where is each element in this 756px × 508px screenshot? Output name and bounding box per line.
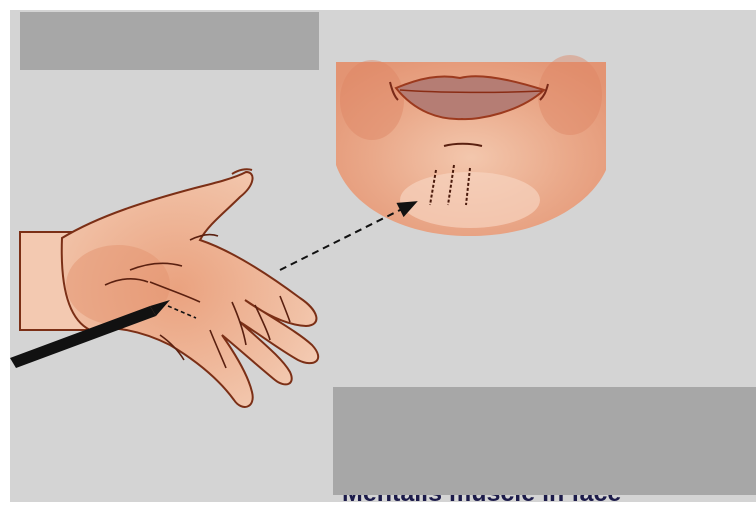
chin-highlight xyxy=(400,172,540,228)
redacted-block-top xyxy=(20,12,319,70)
redacted-block-bottom xyxy=(333,387,756,495)
hand-illustration xyxy=(20,169,318,407)
cheek-shade-left xyxy=(340,60,404,140)
cheek-shade-right xyxy=(538,55,602,135)
chin-illustration xyxy=(336,55,606,236)
